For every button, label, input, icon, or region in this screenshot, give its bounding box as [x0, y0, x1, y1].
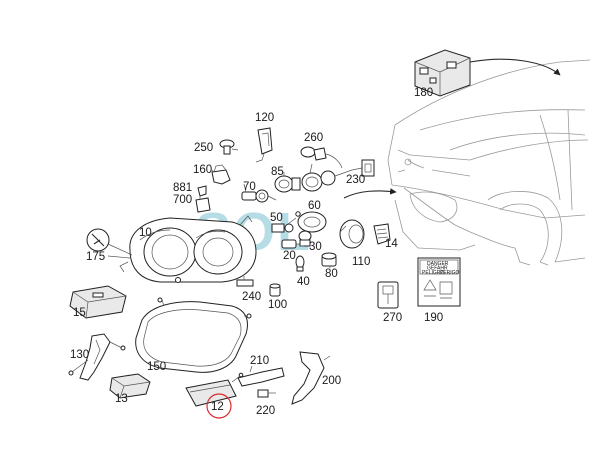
label-160: 160	[193, 164, 212, 176]
label-30: 30	[309, 241, 322, 253]
part-12-cover	[185, 372, 244, 407]
label-190: 190	[424, 312, 443, 324]
part-50-bulb	[271, 223, 294, 233]
highlight-circle-12	[206, 393, 232, 419]
label-240: 240	[242, 291, 261, 303]
part-14-connector	[373, 223, 391, 245]
part-210-bracket	[237, 365, 285, 387]
warning-line4: PERIGO	[440, 270, 460, 276]
part-13-module	[109, 373, 151, 399]
label-210: 210	[250, 355, 269, 367]
part-70-bulb	[241, 189, 277, 203]
part-180-module	[414, 49, 561, 97]
label-260: 260	[304, 132, 323, 144]
part-190-warning-label: DANGER GEFAHR PELIGRO PERIGO	[417, 257, 461, 307]
label-14: 14	[385, 238, 398, 250]
label-220: 220	[256, 405, 275, 417]
part-150-seal-ring	[135, 297, 252, 373]
label-100: 100	[268, 299, 287, 311]
part-120-bracket	[255, 127, 273, 163]
label-130: 130	[70, 349, 89, 361]
warning-line3: PELIGRO	[422, 270, 444, 276]
label-80: 80	[325, 268, 338, 280]
part-10-headlamp	[119, 215, 257, 283]
label-881: 881	[173, 182, 192, 194]
label-120: 120	[255, 112, 274, 124]
warning-line1: DANGER	[427, 261, 449, 267]
label-85: 85	[271, 166, 284, 178]
part-20-bulb	[281, 239, 302, 249]
part-240-screw	[236, 276, 254, 287]
label-10: 10	[139, 227, 152, 239]
part-labels: 180 120 250 260 160 85 881 70 230 700 60…	[70, 87, 443, 417]
label-230: 230	[346, 174, 365, 186]
part-250-screw	[219, 139, 235, 155]
part-881-700-clips	[195, 185, 211, 213]
label-175: 175	[86, 251, 105, 263]
part-270-fuse	[377, 281, 399, 309]
label-700: 700	[173, 194, 192, 206]
part-200-bracket	[291, 351, 331, 405]
part-230-harness	[301, 159, 397, 199]
part-175-tool	[86, 228, 133, 256]
label-15: 15	[73, 307, 86, 319]
part-40-bulb	[295, 255, 305, 272]
label-13: 13	[115, 393, 128, 405]
label-70: 70	[243, 181, 256, 193]
part-130-bracket	[68, 333, 126, 381]
warning-line2: GEFAHR	[427, 266, 448, 272]
label-200: 200	[322, 375, 341, 387]
part-85-socket	[274, 175, 301, 193]
label-250: 250	[194, 142, 213, 154]
part-80-plug	[321, 252, 337, 267]
part-260-bulb	[300, 146, 343, 169]
label-60: 60	[308, 200, 321, 212]
label-50: 50	[270, 212, 283, 224]
label-150: 150	[147, 361, 166, 373]
car-outline	[387, 59, 591, 266]
part-100-plug	[269, 283, 281, 297]
part-220-screw	[257, 389, 276, 398]
label-40: 40	[297, 276, 310, 288]
label-180: 180	[414, 87, 433, 99]
part-160-clip	[211, 164, 231, 185]
leader-lines	[107, 148, 331, 268]
label-12: 12	[211, 401, 224, 413]
label-20: 20	[283, 250, 296, 262]
part-30-socket	[298, 230, 312, 247]
part-15-ballast	[69, 285, 127, 319]
label-270: 270	[383, 312, 402, 324]
part-60-igniter	[295, 211, 327, 233]
label-110: 110	[352, 256, 370, 268]
part-110-cap	[339, 219, 365, 249]
